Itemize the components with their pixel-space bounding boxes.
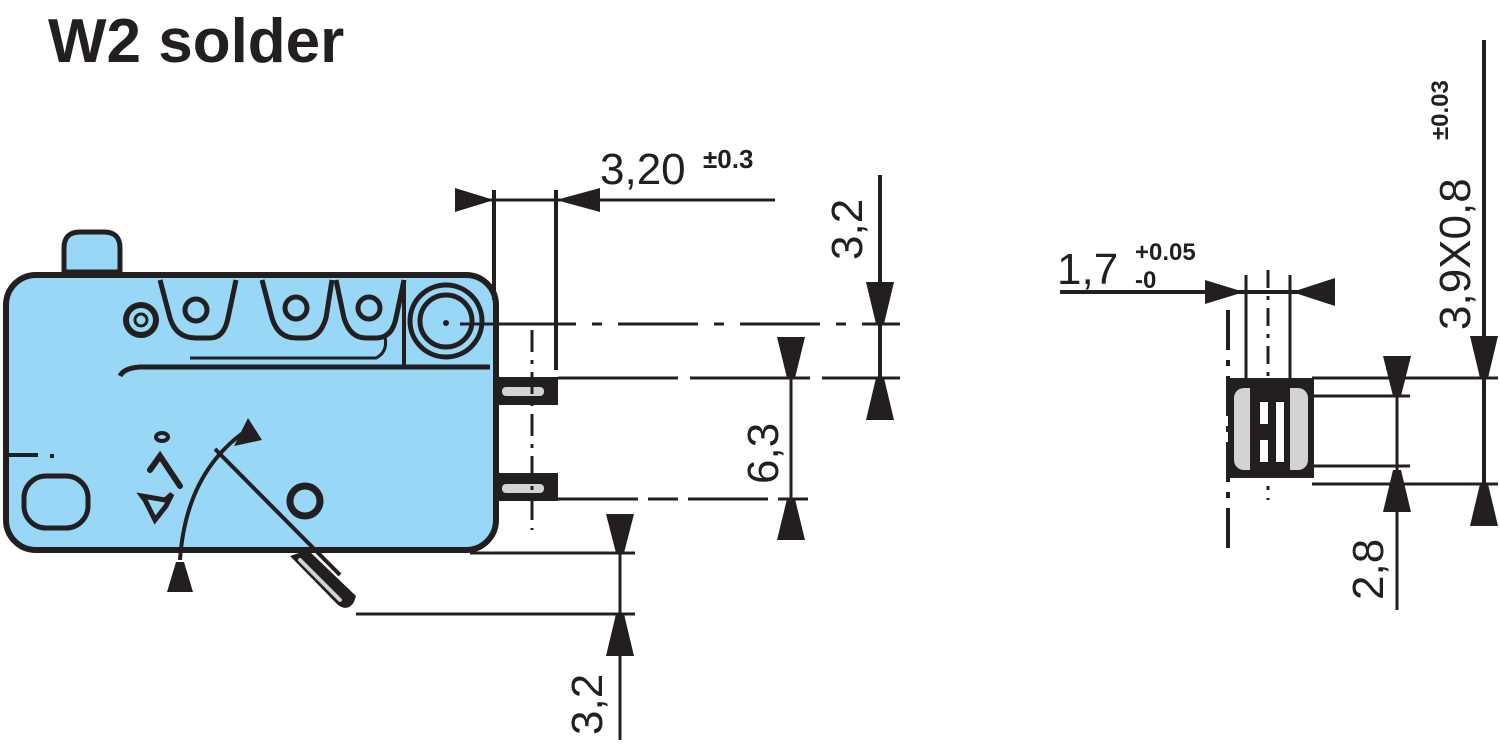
side-view-dimensions	[356, 175, 900, 740]
dim-terminal-length: 3,20	[600, 145, 686, 194]
dim-terminal-thickness-tol-upper: +0.05	[1135, 239, 1196, 266]
dim-top-offset: 3,2	[823, 199, 872, 260]
dim-terminal-length-tolerance: ±0.3	[703, 144, 753, 174]
solder-terminals	[496, 377, 558, 501]
dim-bottom-offset: 3,2	[563, 674, 612, 735]
dim-terminal-section-tolerance: ±0.03	[1427, 80, 1454, 140]
dim-terminal-pitch: 6,3	[739, 423, 788, 484]
dim-terminal-thickness-tol-lower: -0	[1135, 267, 1156, 294]
switch-body	[3, 229, 499, 608]
drawing-title: W2 solder	[48, 7, 345, 76]
dim-terminal-thickness: 1,7	[1057, 245, 1118, 294]
dim-terminal-offset: 2,8	[1344, 539, 1393, 600]
dim-terminal-section: 3,9X0,8	[1431, 178, 1480, 330]
end-view-terminal	[1060, 40, 1498, 610]
